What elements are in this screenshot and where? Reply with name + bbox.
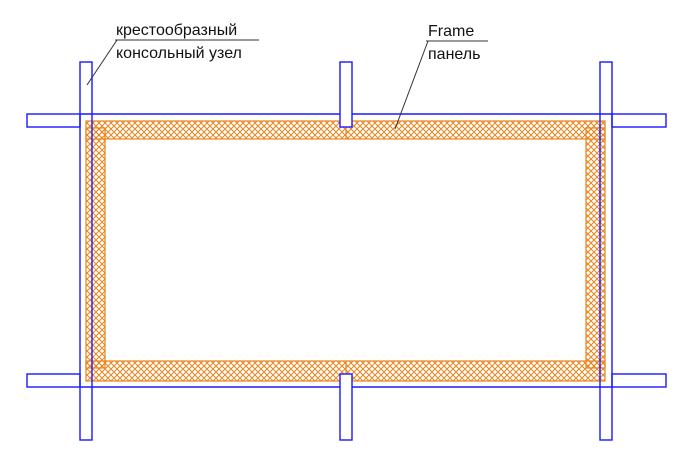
panel-right-band bbox=[585, 127, 606, 369]
panel-left-band bbox=[85, 127, 106, 369]
node-label-line2: консольный узел bbox=[116, 45, 242, 62]
node-callout: крестообразный консольный узел bbox=[86, 22, 259, 86]
node-label-line1: крестообразный bbox=[116, 22, 237, 39]
middle-bottom-post bbox=[339, 373, 353, 441]
cantilever-beams bbox=[26, 61, 667, 441]
panel-label-line1: Frame bbox=[428, 23, 474, 40]
left-post bbox=[79, 61, 93, 441]
top-left-stub bbox=[26, 113, 81, 128]
top-right-stub bbox=[611, 113, 667, 128]
right-post bbox=[599, 61, 613, 441]
bottom-left-stub bbox=[26, 373, 81, 388]
panel-callout: Frame панель bbox=[394, 23, 488, 130]
frame-panel bbox=[85, 120, 606, 382]
bottom-right-stub bbox=[611, 373, 667, 388]
panel-label-line2: панель bbox=[428, 46, 480, 63]
middle-top-post bbox=[339, 61, 353, 128]
